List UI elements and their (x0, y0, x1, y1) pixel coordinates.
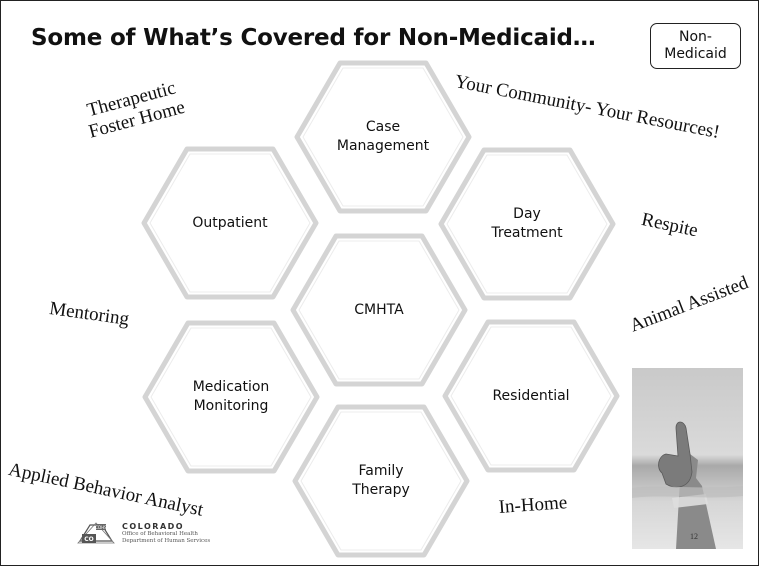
hex-label-line: Monitoring (193, 398, 269, 414)
hex-label-line: Medication (192, 379, 270, 395)
hex-label-line: Family (358, 463, 404, 479)
badge-top-text: CDHS (95, 525, 107, 530)
logo-name: COLORADO (122, 521, 185, 531)
hexagon-shape (142, 320, 320, 474)
hexagon-inner-outline (450, 326, 612, 466)
hex-label-line: Outpatient (192, 214, 268, 231)
slide-title: Some of What’s Covered for Non-Medicaid… (31, 25, 596, 51)
hexagon-shape (141, 146, 319, 300)
colorado-obh-logo: CDHS CO COLORADO Office of Behavioral He… (76, 521, 210, 545)
badge-line-1: Non- (679, 29, 712, 45)
hexagon-shape (438, 147, 616, 301)
thumbs-up-photo: 12 (632, 368, 743, 549)
hexagon-inner-outline (300, 411, 462, 551)
hex-label-day-treatment: Day Treatment (452, 204, 602, 244)
hexagon-shape (290, 233, 468, 387)
thumbs-up-icon (632, 421, 743, 549)
non-medicaid-badge: Non- Medicaid (650, 23, 741, 69)
hexagon-shape (442, 319, 620, 473)
hexagon-shape (292, 404, 470, 558)
hex-label-case-management: Case Management (308, 117, 458, 157)
hexagon-inner-outline (150, 327, 312, 467)
logo-dept: Department of Human Services (122, 537, 211, 544)
hex-label-line: CMHTA (354, 301, 404, 318)
hex-label-line: Residential (492, 387, 570, 404)
hex-label-medication-monitoring: Medication Monitoring (156, 377, 306, 417)
hex-label-residential: Residential (456, 376, 606, 416)
hex-label-line: Treatment (491, 225, 563, 241)
hexagon-inner-outline (446, 154, 608, 294)
logo-text: COLORADO Office of Behavioral Health Dep… (122, 522, 210, 545)
hexagon-inner-outline (302, 67, 464, 207)
badge-co-text: CO (84, 536, 94, 543)
colorado-badge-icon: CDHS CO (77, 522, 115, 544)
hex-label-line: Therapy (352, 482, 410, 498)
badge-line-2: Medicaid (664, 46, 727, 62)
hexagon-inner-outline (149, 153, 311, 293)
logo-office: Office of Behavioral Health (122, 530, 198, 537)
hexagon-shape (294, 60, 472, 214)
hex-label-family-therapy: Family Therapy (306, 461, 456, 501)
page-number: 12 (690, 532, 698, 541)
hex-label-line: Case (365, 119, 401, 135)
hex-label-outpatient: Outpatient (155, 203, 305, 243)
hex-label-line: Day (513, 206, 541, 222)
hexagon-inner-outline (298, 240, 460, 380)
hex-label-line: Management (336, 138, 430, 154)
hex-label-cmhta: CMHTA (304, 290, 454, 330)
